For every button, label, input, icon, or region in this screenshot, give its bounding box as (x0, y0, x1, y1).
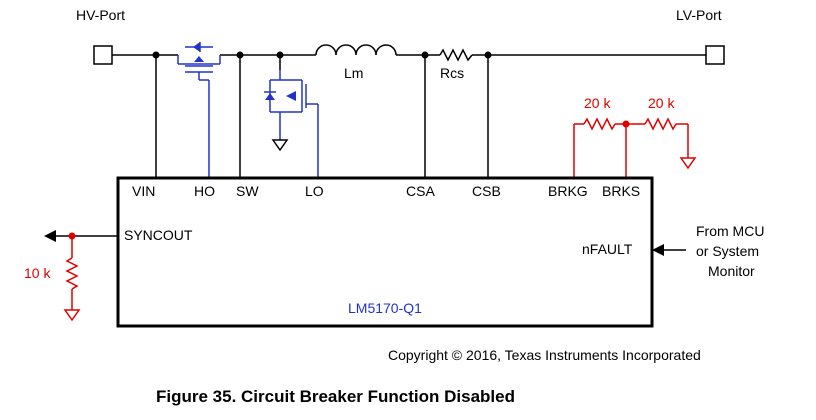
low-side-mosfet (264, 70, 319, 178)
pin-connections (155, 55, 489, 178)
inductor-lm: Lm (315, 44, 397, 81)
pin-lo: LO (305, 183, 324, 199)
ground-symbol-ls (271, 139, 289, 152)
pin-ho: HO (194, 183, 215, 199)
junction-dots-top (152, 51, 492, 59)
resistor-10k-label: 10 k (24, 265, 51, 281)
annotation-line3: Monitor (708, 263, 755, 279)
resistor-20k-left-label: 20 k (584, 95, 611, 111)
high-side-mosfet (177, 42, 221, 178)
resistor-20k-right-label: 20 k (648, 95, 675, 111)
pin-csb: CSB (472, 183, 501, 199)
pin-sw: SW (236, 183, 259, 199)
hv-port-terminal (93, 45, 113, 65)
pin-csa: CSA (406, 183, 435, 199)
ic-name: LM5170-Q1 (348, 300, 422, 316)
pin-vin: VIN (132, 183, 155, 199)
lv-port-label: LV-Port (676, 7, 722, 23)
syncout-network: 10 k (24, 230, 118, 322)
inductor-label: Lm (344, 65, 363, 81)
annotation-line2: or System (696, 243, 759, 259)
ic-box (116, 176, 654, 328)
hv-port-label: HV-Port (76, 7, 125, 23)
pin-nfault: nFAULT (582, 241, 633, 257)
copyright-text: Copyright © 2016, Texas Instruments Inco… (388, 347, 701, 363)
sense-resistor-label: Rcs (440, 65, 464, 81)
brk-resistor-network: 20 k 20 k (573, 95, 697, 178)
pin-syncout: SYNCOUT (124, 227, 193, 243)
lv-port-terminal (705, 45, 725, 65)
nfault-input: From MCU or System Monitor (652, 223, 764, 279)
pin-brkg: BRKG (548, 183, 588, 199)
figure-caption: Figure 35. Circuit Breaker Function Disa… (156, 387, 515, 406)
annotation-line1: From MCU (696, 223, 764, 239)
sense-resistor-rcs: Rcs (439, 48, 473, 81)
pin-brks: BRKS (602, 183, 640, 199)
